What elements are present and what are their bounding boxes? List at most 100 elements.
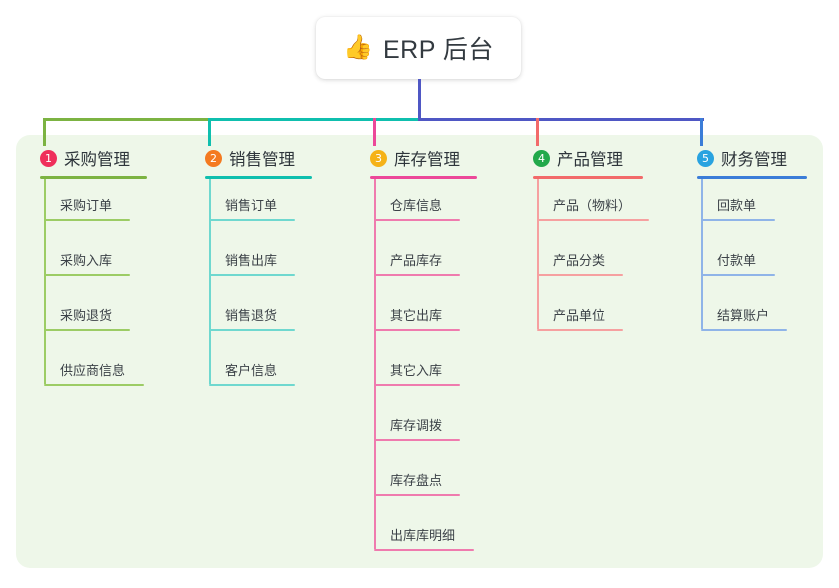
column-title: 产品管理 [557, 151, 623, 169]
column-header-underline [697, 176, 807, 179]
list-item-label: 产品分类 [553, 253, 606, 268]
list-item-underline [209, 274, 295, 276]
list-item-underline [374, 219, 460, 221]
list-item-underline [374, 494, 460, 496]
number-badge-icon: 2 [205, 149, 222, 167]
list-item[interactable]: 出库库明细 [374, 525, 474, 551]
list-item-label: 出库库明细 [390, 528, 456, 543]
column-header-1[interactable]: 1 采购管理 [40, 146, 147, 170]
column-header-5[interactable]: 5 财务管理 [697, 146, 807, 170]
list-item-label: 供应商信息 [60, 363, 126, 378]
number-badge-icon: 4 [533, 149, 550, 167]
list-item-underline [374, 329, 460, 331]
list-item-underline [374, 439, 460, 441]
list-item[interactable]: 产品分类 [537, 250, 623, 276]
list-item-underline [374, 384, 460, 386]
column-header-underline [205, 176, 312, 179]
number-badge-icon: 5 [697, 149, 714, 167]
list-item[interactable]: 客户信息 [209, 360, 295, 386]
column-title: 销售管理 [229, 151, 295, 169]
list-item-underline [537, 219, 649, 221]
column-items: 回款单付款单结算账户 [697, 179, 807, 331]
list-item[interactable]: 结算账户 [701, 305, 787, 331]
list-item[interactable]: 产品库存 [374, 250, 460, 276]
list-item[interactable]: 销售退货 [209, 305, 295, 331]
list-item-underline [44, 219, 130, 221]
connector-trunk [418, 79, 421, 121]
connector-bar-right [418, 118, 704, 121]
list-item-label: 产品库存 [390, 253, 443, 268]
column-header-2[interactable]: 2 销售管理 [205, 146, 312, 170]
list-item-underline [537, 329, 623, 331]
column-spine [44, 179, 46, 384]
column-2: 2 销售管理销售订单销售出库销售退货客户信息 [205, 146, 312, 386]
list-item[interactable]: 库存盘点 [374, 470, 460, 496]
list-item-underline [44, 274, 130, 276]
list-item-underline [209, 329, 295, 331]
list-item-label: 结算账户 [717, 308, 770, 323]
list-item-underline [537, 274, 623, 276]
list-item[interactable]: 其它入库 [374, 360, 460, 386]
column-items: 销售订单销售出库销售退货客户信息 [205, 179, 312, 386]
list-item-label: 客户信息 [225, 363, 278, 378]
list-item[interactable]: 采购订单 [44, 195, 130, 221]
list-item[interactable]: 销售出库 [209, 250, 295, 276]
connector-bar-mid [209, 118, 420, 121]
list-item-label: 仓库信息 [390, 198, 443, 213]
connector-drop-2 [208, 118, 211, 146]
number-badge-icon: 3 [370, 149, 387, 167]
root-node-title: ERP 后台 [382, 36, 494, 64]
column-items: 产品（物料） 产品分类产品单位 [533, 179, 649, 331]
root-node-card[interactable]: 👍 ERP 后台 [316, 17, 521, 79]
column-title: 财务管理 [721, 151, 787, 169]
list-item-label: 库存调拨 [390, 418, 443, 433]
connector-drop-3 [373, 118, 376, 146]
list-item-label: 采购订单 [60, 198, 113, 213]
list-item[interactable]: 回款单 [701, 195, 775, 221]
column-header-underline [370, 176, 477, 179]
column-header-underline [40, 176, 147, 179]
column-5: 5 财务管理回款单付款单结算账户 [697, 146, 807, 331]
column-title: 采购管理 [64, 151, 130, 169]
list-item[interactable]: 产品单位 [537, 305, 623, 331]
list-item-underline [374, 549, 474, 551]
column-3: 3 库存管理仓库信息产品库存其它出库其它入库库存调拨库存盘点出库库明细 [370, 146, 477, 551]
column-items: 仓库信息产品库存其它出库其它入库库存调拨库存盘点出库库明细 [370, 179, 477, 551]
list-item-underline [374, 274, 460, 276]
connector-drop-5 [700, 118, 703, 146]
list-item-label: 付款单 [717, 253, 757, 268]
column-title: 库存管理 [394, 151, 460, 169]
list-item-label: 销售退货 [225, 308, 278, 323]
list-item-label: 销售订单 [225, 198, 278, 213]
connector-drop-4 [536, 118, 539, 146]
list-item-underline [701, 329, 787, 331]
list-item-label: 产品（物料） [553, 198, 632, 213]
column-spine [374, 179, 376, 549]
list-item-label: 库存盘点 [390, 473, 443, 488]
number-badge-icon: 1 [40, 149, 57, 167]
connector-drop-1 [43, 118, 46, 146]
list-item[interactable]: 供应商信息 [44, 360, 144, 386]
column-header-4[interactable]: 4 产品管理 [533, 146, 643, 170]
connector-bar-left [44, 118, 212, 121]
list-item-label: 其它入库 [390, 363, 443, 378]
thumbs-up-icon: 👍 [343, 34, 373, 61]
list-item-label: 采购退货 [60, 308, 113, 323]
column-1: 1 采购管理采购订单采购入库采购退货供应商信息 [40, 146, 147, 386]
column-4: 4 产品管理产品（物料） 产品分类产品单位 [533, 146, 649, 331]
list-item[interactable]: 采购退货 [44, 305, 130, 331]
list-item-underline [701, 219, 775, 221]
list-item[interactable]: 其它出库 [374, 305, 460, 331]
list-item[interactable]: 库存调拨 [374, 415, 460, 441]
list-item-underline [209, 384, 295, 386]
column-header-3[interactable]: 3 库存管理 [370, 146, 477, 170]
list-item[interactable]: 付款单 [701, 250, 775, 276]
list-item-underline [209, 219, 295, 221]
list-item[interactable]: 仓库信息 [374, 195, 460, 221]
list-item[interactable]: 采购入库 [44, 250, 130, 276]
list-item-underline [44, 384, 144, 386]
list-item[interactable]: 产品（物料） [537, 195, 649, 221]
list-item[interactable]: 销售订单 [209, 195, 295, 221]
list-item-label: 销售出库 [225, 253, 278, 268]
